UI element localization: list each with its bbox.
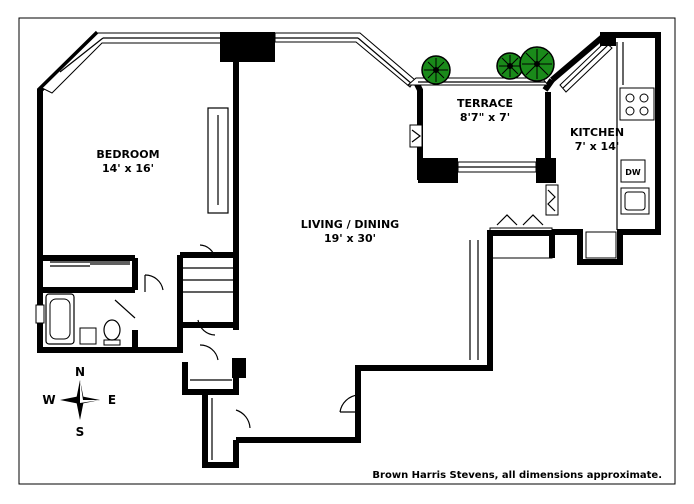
kitchen-walls: DW [489, 32, 661, 265]
bedroom-closet [50, 107, 229, 267]
refrigerator [585, 231, 617, 259]
kitchen-dims: 7' x 14' [575, 140, 619, 153]
dishwasher-label: DW [625, 168, 641, 177]
plant-icon [496, 52, 524, 80]
credit-line: Brown Harris Stevens, all dimensions app… [372, 470, 662, 481]
bedroom-dims: 14' x 16' [102, 162, 154, 175]
living-name: LIVING / DINING [301, 218, 399, 231]
dishwasher [620, 159, 646, 183]
plant-icon [421, 55, 451, 85]
north-windows [41, 32, 416, 94]
bedroom-name: BEDROOM [96, 148, 159, 161]
sink [79, 327, 97, 345]
compass-rose-icon: N S W E [42, 365, 116, 439]
stove-icon [619, 87, 655, 121]
toilet [103, 319, 121, 341]
hallway [114, 244, 251, 468]
terrace [406, 77, 556, 183]
bathroom [35, 293, 121, 346]
plant-icon [519, 46, 555, 82]
terrace-dims: 8'7" x 7' [460, 111, 510, 124]
compass-s: S [76, 425, 85, 439]
frame-border [18, 17, 676, 485]
compass-n: N [75, 365, 85, 379]
terrace-name: TERRACE [457, 97, 513, 110]
kitchen-sink [620, 187, 650, 215]
compass-e: E [108, 393, 116, 407]
bathtub [45, 293, 75, 345]
compass-w: W [42, 393, 55, 407]
living-walls [236, 230, 555, 443]
kitchen-name: KITCHEN [570, 126, 624, 139]
terrace-plants [421, 46, 555, 85]
living-dims: 19' x 30' [324, 232, 376, 245]
